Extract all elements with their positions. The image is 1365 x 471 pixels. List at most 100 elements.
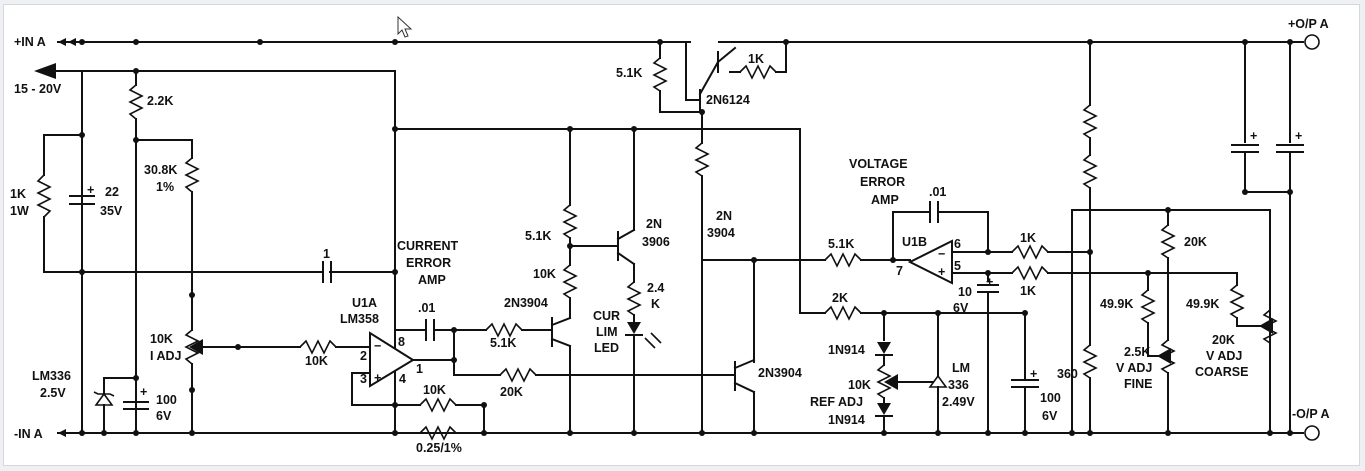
label-pin-1: 1	[416, 362, 423, 376]
label-pin-3: 3	[360, 372, 367, 386]
label-q-2n6124: 2N6124	[706, 93, 750, 107]
label-pin-8: 8	[398, 335, 405, 349]
current-limit-transistors	[394, 128, 801, 434]
label-lm-336-3: 2.49V	[942, 395, 975, 409]
label-q-2n3906-a: 2N	[646, 217, 662, 231]
label-r-shunt: 0.25/1%	[416, 441, 462, 455]
label-lm336-a: LM336	[32, 369, 71, 383]
label-led-1: CUR	[593, 309, 620, 323]
junction-dots	[79, 39, 1293, 436]
svg-text:+: +	[374, 371, 381, 385]
label-r-49k9-a: 49.9K	[1100, 297, 1133, 311]
label-r-2k2: 2.2K	[147, 94, 173, 108]
label-vadj-coarse-3: COARSE	[1195, 365, 1248, 379]
component-labels: +IN A 15 - 20V -IN A +O/P A -O/P A 2.2K …	[10, 17, 1330, 455]
svg-text:+: +	[986, 275, 993, 289]
output-negative-terminal	[1304, 425, 1320, 441]
label-lm-336-2: 336	[948, 378, 969, 392]
label-pin-7: 7	[896, 264, 903, 278]
output-capacitors	[1231, 41, 1304, 434]
svg-text:+: +	[1030, 367, 1037, 381]
label-u1b: U1B	[902, 235, 927, 249]
label-c-100v: 6V	[156, 409, 172, 423]
label-vadj-coarse-2: V ADJ	[1206, 349, 1242, 363]
label-pin-6: 6	[954, 237, 961, 251]
negative-input-rail	[57, 429, 1304, 437]
label-led-3: LED	[594, 341, 619, 355]
label-r-360: 360	[1057, 367, 1078, 381]
svg-text:+: +	[1250, 129, 1257, 143]
label-lm358: LM358	[340, 312, 379, 326]
svg-text:+: +	[140, 385, 147, 399]
label-r-5k1-c: 5.1K	[525, 229, 551, 243]
label-q-2n3904-b2: 3904	[707, 226, 735, 240]
capacitor-1	[322, 261, 332, 283]
label-q-2n3904-c: 2N3904	[758, 366, 802, 380]
label-r-1k-v1: 1K	[1020, 231, 1036, 245]
label-r-5k1-top: 5.1K	[616, 66, 642, 80]
label-r-10k-c: 10K	[533, 267, 556, 281]
polarity-marks: + + + + + + − + − +	[87, 129, 1302, 399]
label-cur-amp-3: AMP	[418, 273, 446, 287]
label-r-10k-iadj-b: I ADJ	[150, 349, 182, 363]
label-lm336-b: 2.5V	[40, 386, 66, 400]
lm336-reference	[93, 377, 149, 434]
label-r-5k1-b: 5.1K	[490, 336, 516, 350]
pass-transistor-stage	[652, 41, 787, 434]
label-q-2n3906-b: 3906	[642, 235, 670, 249]
positive-input-rail	[57, 38, 1304, 46]
label-c-01b: .01	[929, 185, 946, 199]
schematic-sheet	[3, 4, 1360, 466]
label-volt-2: ERROR	[860, 175, 905, 189]
label-cur-amp-2: ERROR	[406, 256, 451, 270]
label-q-2n3904-b1: 2N	[716, 209, 732, 223]
label-q-2n3904-a: 2N3904	[504, 296, 548, 310]
mouse-cursor-icon	[397, 15, 413, 38]
label-vadj-fine-3: FINE	[1124, 377, 1152, 391]
label-u1a: U1A	[352, 296, 377, 310]
label-pin-5: 5	[954, 259, 961, 273]
label-r-10k-fb: 10K	[423, 383, 446, 397]
label-r-refadj-2: REF ADJ	[810, 395, 863, 409]
label-r-refadj-1: 10K	[848, 378, 871, 392]
label-in-pos: +IN A	[14, 35, 46, 49]
label-r-1k1w-b: 1W	[10, 204, 29, 218]
label-cur-amp-1: CURRENT	[397, 239, 458, 253]
label-c-100b: 100	[1040, 391, 1061, 405]
label-r-20k-b: 20K	[500, 385, 523, 399]
output-positive-terminal	[1304, 34, 1320, 50]
label-c-22: 22	[105, 185, 119, 199]
label-r-1k1w-a: 1K	[10, 187, 26, 201]
label-r-5k1-v: 5.1K	[828, 237, 854, 251]
label-led-2: LIM	[596, 325, 618, 339]
svg-text:−: −	[374, 339, 381, 353]
svg-text:+: +	[87, 183, 94, 197]
label-c-10v: 6V	[953, 301, 969, 315]
label-d-1n914-b: 1N914	[828, 413, 865, 427]
svg-text:+: +	[1295, 129, 1302, 143]
voltage-error-amp	[753, 128, 1238, 434]
label-r-30k8-tol: 1%	[156, 180, 174, 194]
input-bleeder-and-filter	[36, 134, 396, 273]
label-out-neg: -O/P A	[1292, 407, 1330, 421]
current-error-amp	[351, 319, 736, 441]
label-vadj-fine-2: V ADJ	[1116, 361, 1152, 375]
label-r-20k-d: 20K	[1184, 235, 1207, 249]
label-pin-2: 2	[360, 349, 367, 363]
label-r-30k8: 30.8K	[144, 163, 177, 177]
reference-adjust-chain	[875, 312, 1039, 434]
label-c-10: 10	[958, 285, 972, 299]
label-r-2k4-b: K	[651, 297, 660, 311]
label-r-1k-top: 1K	[748, 52, 764, 66]
label-vadj-coarse-1: 20K	[1212, 333, 1235, 347]
label-vadj-fine-1: 2.5K	[1124, 345, 1150, 359]
label-out-pos: +O/P A	[1288, 17, 1329, 31]
label-volt-1: VOLTAGE	[849, 157, 908, 171]
label-d-1n914-a: 1N914	[828, 343, 865, 357]
label-c-22v: 35V	[100, 204, 123, 218]
label-r-2k4-a: 2.4	[647, 281, 664, 295]
label-lm-336-1: LM	[952, 361, 970, 375]
label-r-10k-in: 10K	[305, 354, 328, 368]
